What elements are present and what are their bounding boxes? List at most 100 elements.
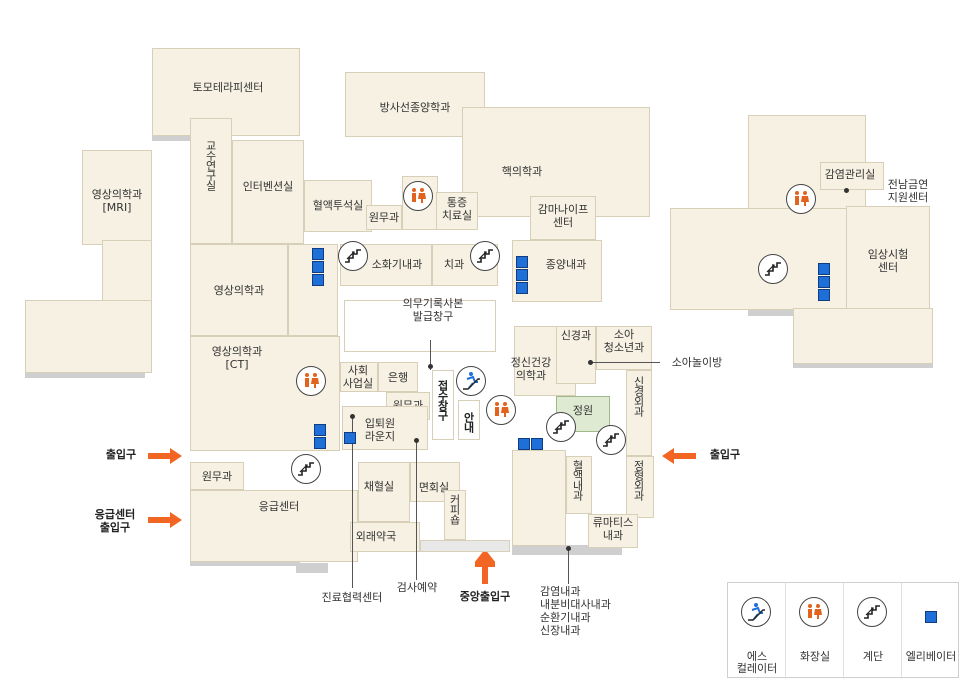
entrance-right-arrow <box>662 448 696 464</box>
stairs-icon <box>291 454 321 484</box>
label-psychiatry: 정신건강 의학과 <box>510 356 552 382</box>
label-infection-control: 감염관리실 <box>824 168 876 181</box>
legend-escalator: 에스 컬레이터 <box>728 583 786 679</box>
room-intervention <box>232 140 304 244</box>
elevator-icon <box>314 424 326 436</box>
elevator-icon <box>518 438 530 450</box>
stairs-icon <box>546 412 576 442</box>
stairs-icon <box>470 241 500 271</box>
elevator-icon <box>312 274 324 286</box>
label-emergency: 응급센터 <box>258 500 300 513</box>
label-garden: 정원 <box>572 404 594 417</box>
room-bank <box>378 362 418 392</box>
label-admin-office-left: 원무과 <box>201 470 233 483</box>
room-imaging-mri <box>82 150 152 245</box>
legend-label: 에스 컬레이터 <box>736 650 778 675</box>
room-professor-lab <box>190 118 232 244</box>
label-pediatrics: 소아 청소년과 <box>603 328 645 354</box>
label-oncology: 종양내과 <box>545 258 587 271</box>
room-pain-clinic <box>436 192 478 230</box>
central-entrance-block <box>420 540 510 552</box>
entrance-left-arrow <box>148 448 182 464</box>
room-neurology <box>556 326 596 384</box>
elevator-icon <box>818 276 830 288</box>
label-admission-lounge: 입퇴원 라운지 <box>364 417 396 443</box>
label-social-work: 사회 사업실 <box>342 364 374 390</box>
elevator-icon <box>312 248 324 260</box>
central-entrance-arrow <box>475 552 495 584</box>
label-gamma-knife: 감마나이프 센터 <box>537 203 589 229</box>
room-mri-annex <box>102 240 152 310</box>
label-pain-clinic: 통증 치료실 <box>441 196 473 222</box>
escalator-icon <box>741 597 771 627</box>
elevator-icon <box>531 438 543 450</box>
room-neurosurgery <box>626 370 652 456</box>
stairs-icon <box>338 241 368 271</box>
legend-stairs: 계단 <box>844 583 902 679</box>
room-infection-control <box>820 162 884 190</box>
label-coffee-shop: 커피숍 <box>448 494 461 524</box>
room-info <box>458 400 480 440</box>
label-clinical-trial: 임상시험 센터 <box>867 248 909 274</box>
room-visiting <box>410 462 460 502</box>
room-records <box>344 300 496 352</box>
room-admission-lounge <box>342 406 428 450</box>
label-blood-collection: 채혈실 <box>363 480 395 493</box>
label-intervention: 인터벤션실 <box>242 180 294 193</box>
room-rheumatology <box>588 514 638 548</box>
room-coffee-shop <box>444 490 466 540</box>
legend-label: 계단 <box>862 650 884 663</box>
stairs-icon <box>857 597 887 627</box>
label-smoking-cessation: 전남금연 지원센터 <box>887 178 929 204</box>
room-bottom-right-block <box>512 450 566 546</box>
room-mri-lower <box>25 300 152 373</box>
label-rheumatology: 류마티스 내과 <box>592 516 634 542</box>
elevator-icon <box>925 611 937 623</box>
stairs-icon <box>758 254 788 284</box>
elevator-icon <box>516 269 528 281</box>
callout-care-coop: 진료협력센터 <box>321 591 383 604</box>
label-playroom: 소아놀이방 <box>671 356 723 369</box>
elevator-icon <box>344 432 356 444</box>
elevator-icon <box>516 256 528 268</box>
label-imaging-main: 영상의학과 <box>213 284 265 297</box>
restroom-icon <box>799 597 829 627</box>
room-clinical-trial <box>846 206 930 310</box>
label-professor-lab: 교수연구실 <box>204 140 217 190</box>
label-gastro: 소화기내과 <box>371 258 423 271</box>
stairs-icon <box>596 425 626 455</box>
room-gamma-knife <box>530 196 596 240</box>
escalator-icon <box>456 366 486 396</box>
restroom-icon <box>296 366 326 396</box>
label-entrance-left: 출입구 <box>105 448 137 461</box>
label-hematology: 혈액내과 <box>571 460 584 500</box>
room-admin-office-left <box>190 462 244 490</box>
label-admin-office-top: 원무과 <box>368 211 400 224</box>
restroom-icon <box>786 184 816 214</box>
legend-label: 엘리베이터 <box>905 650 957 663</box>
room-outpatient-pharmacy <box>350 522 420 552</box>
label-dental: 치과 <box>443 258 465 271</box>
label-orthopedics: 정형외과 <box>632 460 645 500</box>
label-central-entrance: 중앙출입구 <box>459 590 511 603</box>
label-records: 의무기록사본 발급창구 <box>402 297 464 323</box>
label-entrance-right: 출입구 <box>709 448 741 461</box>
label-tomotherapy: 토모테라피센터 <box>192 81 264 94</box>
legend-restroom: 화장실 <box>786 583 844 679</box>
elevator-icon <box>516 282 528 294</box>
elevator-icon <box>818 289 830 301</box>
label-visiting: 면회실 <box>418 481 450 494</box>
label-dialysis: 혈액투석실 <box>312 199 364 212</box>
room-reception <box>432 370 454 440</box>
room-imaging-main <box>190 244 288 336</box>
entrance-emergency-arrow <box>148 512 182 528</box>
label-nuclear-medicine: 핵의학과 <box>501 165 543 178</box>
callout-bottom-departments: 감염내과 내분비대사내과 순환기내과 신장내과 <box>540 585 611 637</box>
room-admin-office-top <box>366 205 402 230</box>
legend-label: 화장실 <box>799 650 831 663</box>
room-blood-collection <box>358 462 410 522</box>
label-outpatient-pharmacy: 외래약국 <box>355 530 397 543</box>
elevator-icon <box>314 437 326 449</box>
label-imaging-ct: 영상의학과 [CT] <box>211 345 263 371</box>
label-info: 안내 <box>462 412 475 432</box>
